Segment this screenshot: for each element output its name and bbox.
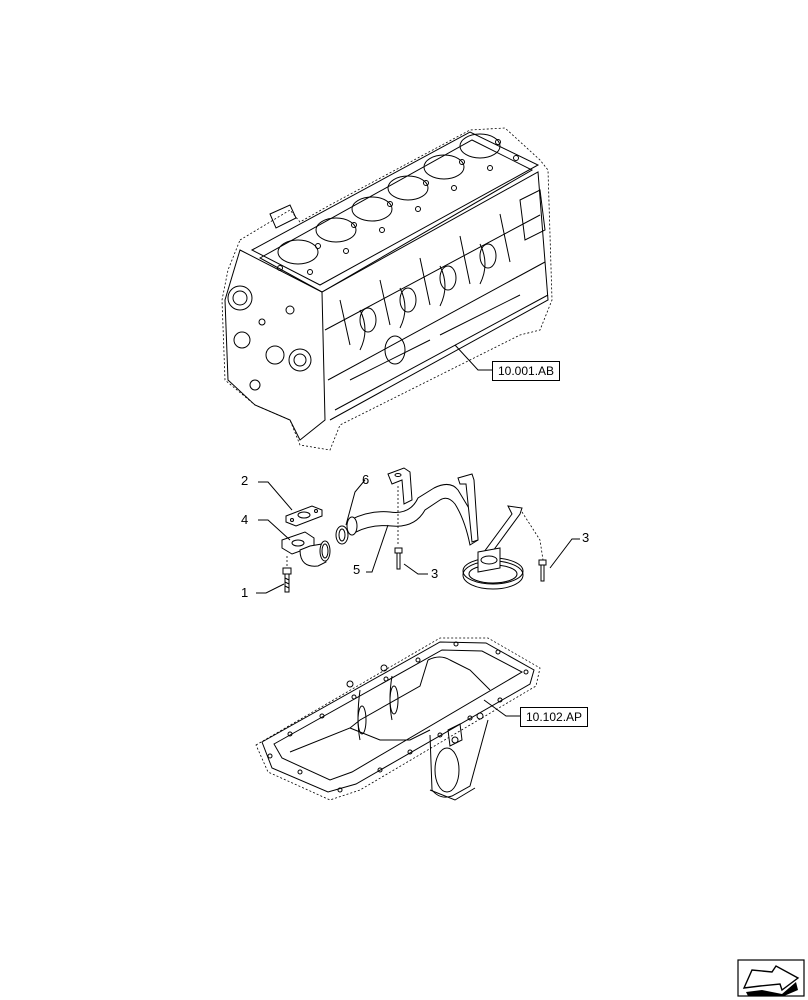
callout-3a: 3 <box>431 566 439 581</box>
callout-1: 1 <box>241 585 249 600</box>
callout-4: 4 <box>241 512 249 527</box>
callout-6: 6 <box>362 472 370 487</box>
leader-line <box>454 344 492 371</box>
callout-5: 5 <box>353 562 361 577</box>
oil-suction-assembly-drawing <box>281 467 547 593</box>
oil-pan-drawing <box>255 637 541 801</box>
callout-3b: 3 <box>582 530 590 545</box>
callout-leaders <box>256 479 580 594</box>
leader-line <box>483 699 520 717</box>
next-page-button[interactable] <box>738 960 804 996</box>
callout-2: 2 <box>241 473 249 488</box>
reference-link-oil-pan[interactable]: 10.102.AP <box>520 707 589 727</box>
engine-block-drawing <box>221 127 553 451</box>
next-page-arrow-icon <box>737 959 805 997</box>
reference-link-engine-block[interactable]: 10.001.AB <box>492 361 561 381</box>
